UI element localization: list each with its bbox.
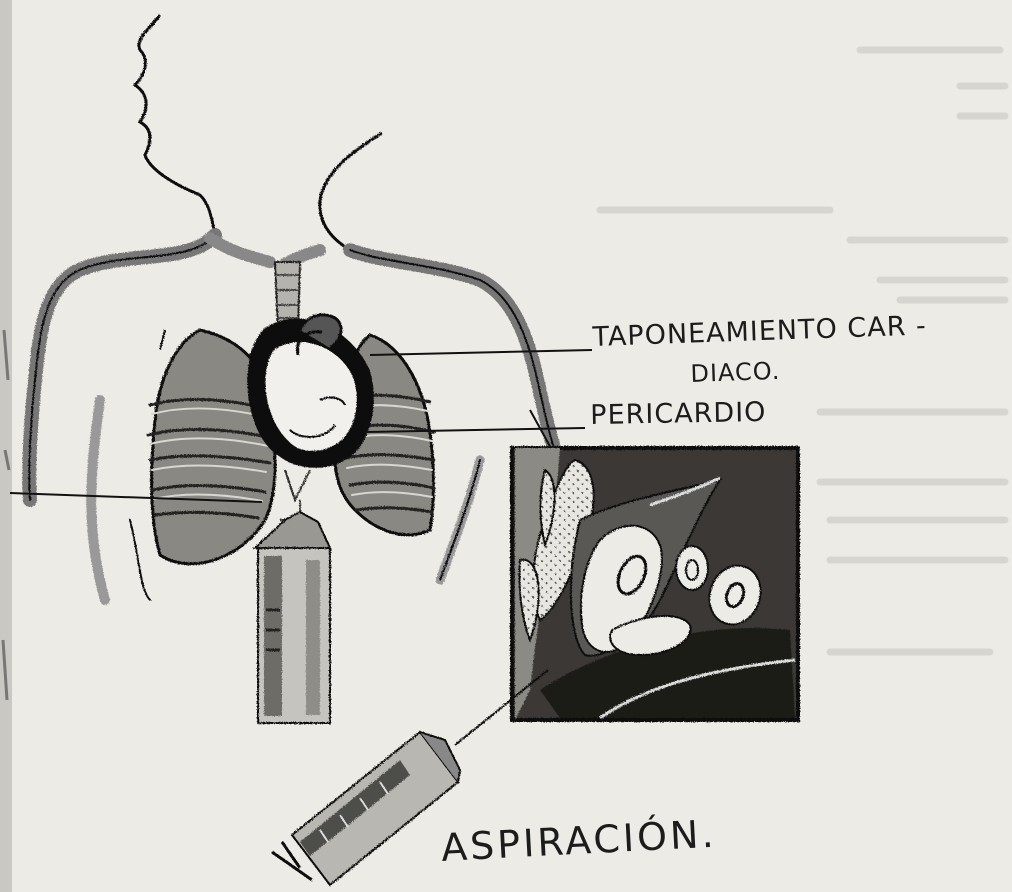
- heart: [249, 315, 373, 466]
- leader-taponamiento: [370, 350, 592, 355]
- sternum: [280, 470, 310, 520]
- page-edge-shadow: [0, 0, 12, 892]
- syringe-vertical: [255, 512, 330, 723]
- head-profile: [135, 15, 215, 235]
- label-taponamiento-line2: DIACO.: [690, 357, 781, 388]
- neck-right: [320, 133, 382, 250]
- label-pericardio: PERICARDIO: [590, 397, 767, 431]
- inset-detail: [512, 448, 798, 720]
